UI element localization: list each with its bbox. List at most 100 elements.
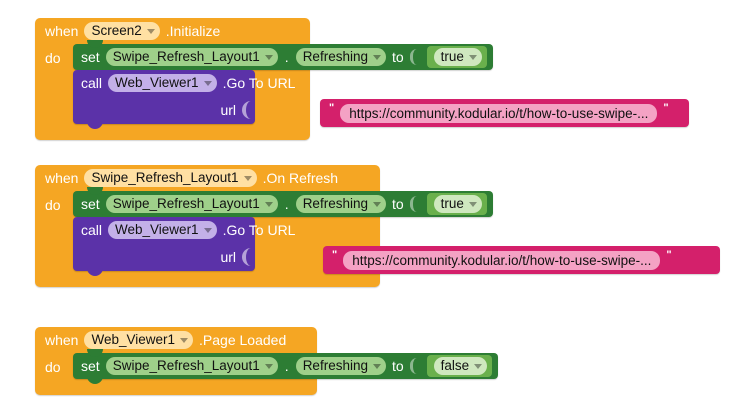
chevron-down-icon[interactable] — [474, 363, 483, 369]
value-socket — [409, 196, 420, 212]
boolean-value: false — [440, 358, 470, 373]
open-quote: " — [332, 249, 338, 261]
do-label: do — [45, 197, 61, 213]
event-body: do set Swipe_Refresh_Layout1 . Refreshin… — [35, 40, 493, 129]
component-dropdown-swipe-refresh-layout1[interactable]: Swipe_Refresh_Layout1 — [105, 195, 278, 213]
chevron-down-icon[interactable] — [468, 201, 477, 207]
component-dropdown-swipe-refresh-layout1[interactable]: Swipe_Refresh_Layout1 — [105, 48, 278, 66]
arg-label-url: url — [220, 249, 236, 265]
open-quote: " — [329, 102, 335, 114]
text-value[interactable]: https://community.kodular.io/t/how-to-us… — [343, 250, 661, 270]
boolean-value: true — [440, 196, 464, 211]
chevron-down-icon[interactable] — [468, 54, 477, 60]
logic-block-true[interactable]: true — [426, 193, 487, 215]
boolean-dropdown[interactable]: false — [433, 357, 488, 375]
component-dropdown-swipe-refresh-layout1[interactable]: Swipe_Refresh_Layout1 — [105, 357, 278, 375]
set-label: set — [81, 196, 100, 212]
call-header: call Web_Viewer1 .Go To URL — [73, 70, 295, 96]
event-block-footer — [35, 124, 310, 140]
set-block-refreshing[interactable]: set Swipe_Refresh_Layout1 . Refreshing t… — [73, 349, 499, 384]
to-label: to — [391, 49, 404, 65]
event-header: when Swipe_Refresh_Layout1 .On Refresh — [35, 165, 380, 191]
when-label: when — [45, 170, 79, 186]
component-dropdown-screen2[interactable]: Screen2 — [84, 22, 160, 40]
chevron-down-icon[interactable] — [372, 363, 381, 369]
text-value[interactable]: https://community.kodular.io/t/how-to-us… — [340, 103, 658, 123]
event-block-swipe-refresh-onrefresh[interactable]: when Swipe_Refresh_Layout1 .On Refresh d… — [35, 165, 493, 287]
value-socket — [409, 358, 420, 374]
statement-stack: set Swipe_Refresh_Layout1 . Refreshing t… — [73, 349, 499, 384]
call-label: call — [81, 222, 103, 238]
call-block-goto-url[interactable]: call Web_Viewer1 .Go To URL url — [73, 70, 295, 129]
chevron-down-icon[interactable] — [243, 175, 252, 181]
component-dropdown-web-viewer1[interactable]: Web_Viewer1 — [84, 331, 194, 349]
boolean-dropdown[interactable]: true — [433, 195, 482, 213]
chevron-down-icon[interactable] — [203, 80, 212, 86]
event-header: when Screen2 .Initialize — [35, 18, 310, 44]
component-name: Swipe_Refresh_Layout1 — [112, 196, 260, 211]
boolean-dropdown[interactable]: true — [433, 48, 482, 66]
component-name: Swipe_Refresh_Layout1 — [112, 49, 260, 64]
component-dropdown-web-viewer1[interactable]: Web_Viewer1 — [108, 74, 217, 92]
chevron-down-icon[interactable] — [264, 54, 273, 60]
event-method: .Page Loaded — [199, 332, 287, 348]
dot-separator: . — [284, 358, 289, 374]
boolean-value: true — [440, 49, 464, 64]
call-method: .Go To URL — [222, 222, 296, 238]
do-label: do — [45, 50, 61, 66]
event-body: do set Swipe_Refresh_Layout1 . Refreshin… — [35, 187, 493, 276]
arg-socket — [242, 248, 255, 266]
logic-block-true[interactable]: true — [426, 46, 487, 68]
property-dropdown-refreshing[interactable]: Refreshing — [295, 48, 386, 66]
set-label: set — [81, 358, 100, 374]
component-dropdown-swipe-refresh-layout1[interactable]: Swipe_Refresh_Layout1 — [84, 169, 257, 187]
chevron-down-icon[interactable] — [203, 227, 212, 233]
chevron-down-icon[interactable] — [372, 54, 381, 60]
event-body: do set Swipe_Refresh_Layout1 . Refreshin… — [35, 349, 499, 384]
call-argument-row: url — [73, 243, 255, 271]
arg-socket — [242, 101, 255, 119]
chevron-down-icon[interactable] — [146, 28, 155, 34]
chevron-down-icon[interactable] — [264, 201, 273, 207]
set-block-refreshing[interactable]: set Swipe_Refresh_Layout1 . Refreshing t… — [73, 40, 493, 75]
component-name: Web_Viewer1 — [91, 332, 176, 347]
chevron-down-icon[interactable] — [372, 201, 381, 207]
call-method: .Go To URL — [222, 75, 296, 91]
event-header: when Web_Viewer1 .Page Loaded — [35, 327, 317, 353]
component-name: Swipe_Refresh_Layout1 — [91, 170, 239, 185]
call-label: call — [81, 75, 103, 91]
component-dropdown-web-viewer1[interactable]: Web_Viewer1 — [108, 221, 217, 239]
component-name: Screen2 — [91, 23, 142, 38]
event-block-web-viewer1-pageloaded[interactable]: when Web_Viewer1 .Page Loaded do set Swi… — [35, 327, 499, 395]
to-label: to — [391, 196, 404, 212]
value-socket — [409, 49, 420, 65]
property-name: Refreshing — [302, 358, 368, 373]
chevron-down-icon[interactable] — [264, 363, 273, 369]
text-block-url-2[interactable]: " https://community.kodular.io/t/how-to-… — [323, 246, 720, 274]
event-method: .Initialize — [165, 23, 221, 39]
statement-stack: set Swipe_Refresh_Layout1 . Refreshing t… — [73, 40, 493, 129]
property-dropdown-refreshing[interactable]: Refreshing — [295, 195, 386, 213]
logic-block-false[interactable]: false — [426, 355, 493, 377]
do-label: do — [45, 359, 61, 375]
call-block-goto-url[interactable]: call Web_Viewer1 .Go To URL url — [73, 217, 295, 276]
dot-separator: . — [284, 196, 289, 212]
property-dropdown-refreshing[interactable]: Refreshing — [295, 357, 386, 375]
property-name: Refreshing — [302, 196, 368, 211]
set-label: set — [81, 49, 100, 65]
event-block-footer — [35, 379, 317, 395]
close-quote: " — [666, 249, 672, 261]
call-header: call Web_Viewer1 .Go To URL — [73, 217, 295, 243]
set-block-refreshing[interactable]: set Swipe_Refresh_Layout1 . Refreshing t… — [73, 187, 493, 222]
call-argument-row: url — [73, 96, 255, 124]
component-name: Web_Viewer1 — [115, 75, 199, 90]
when-label: when — [45, 23, 79, 39]
to-label: to — [391, 358, 404, 374]
close-quote: " — [663, 102, 669, 114]
component-name: Swipe_Refresh_Layout1 — [112, 358, 260, 373]
text-block-url-1[interactable]: " https://community.kodular.io/t/how-to-… — [320, 99, 689, 127]
event-block-screen2-initialize[interactable]: when Screen2 .Initialize do set Swipe_Re… — [35, 18, 493, 140]
chevron-down-icon[interactable] — [180, 337, 189, 343]
dot-separator: . — [284, 49, 289, 65]
